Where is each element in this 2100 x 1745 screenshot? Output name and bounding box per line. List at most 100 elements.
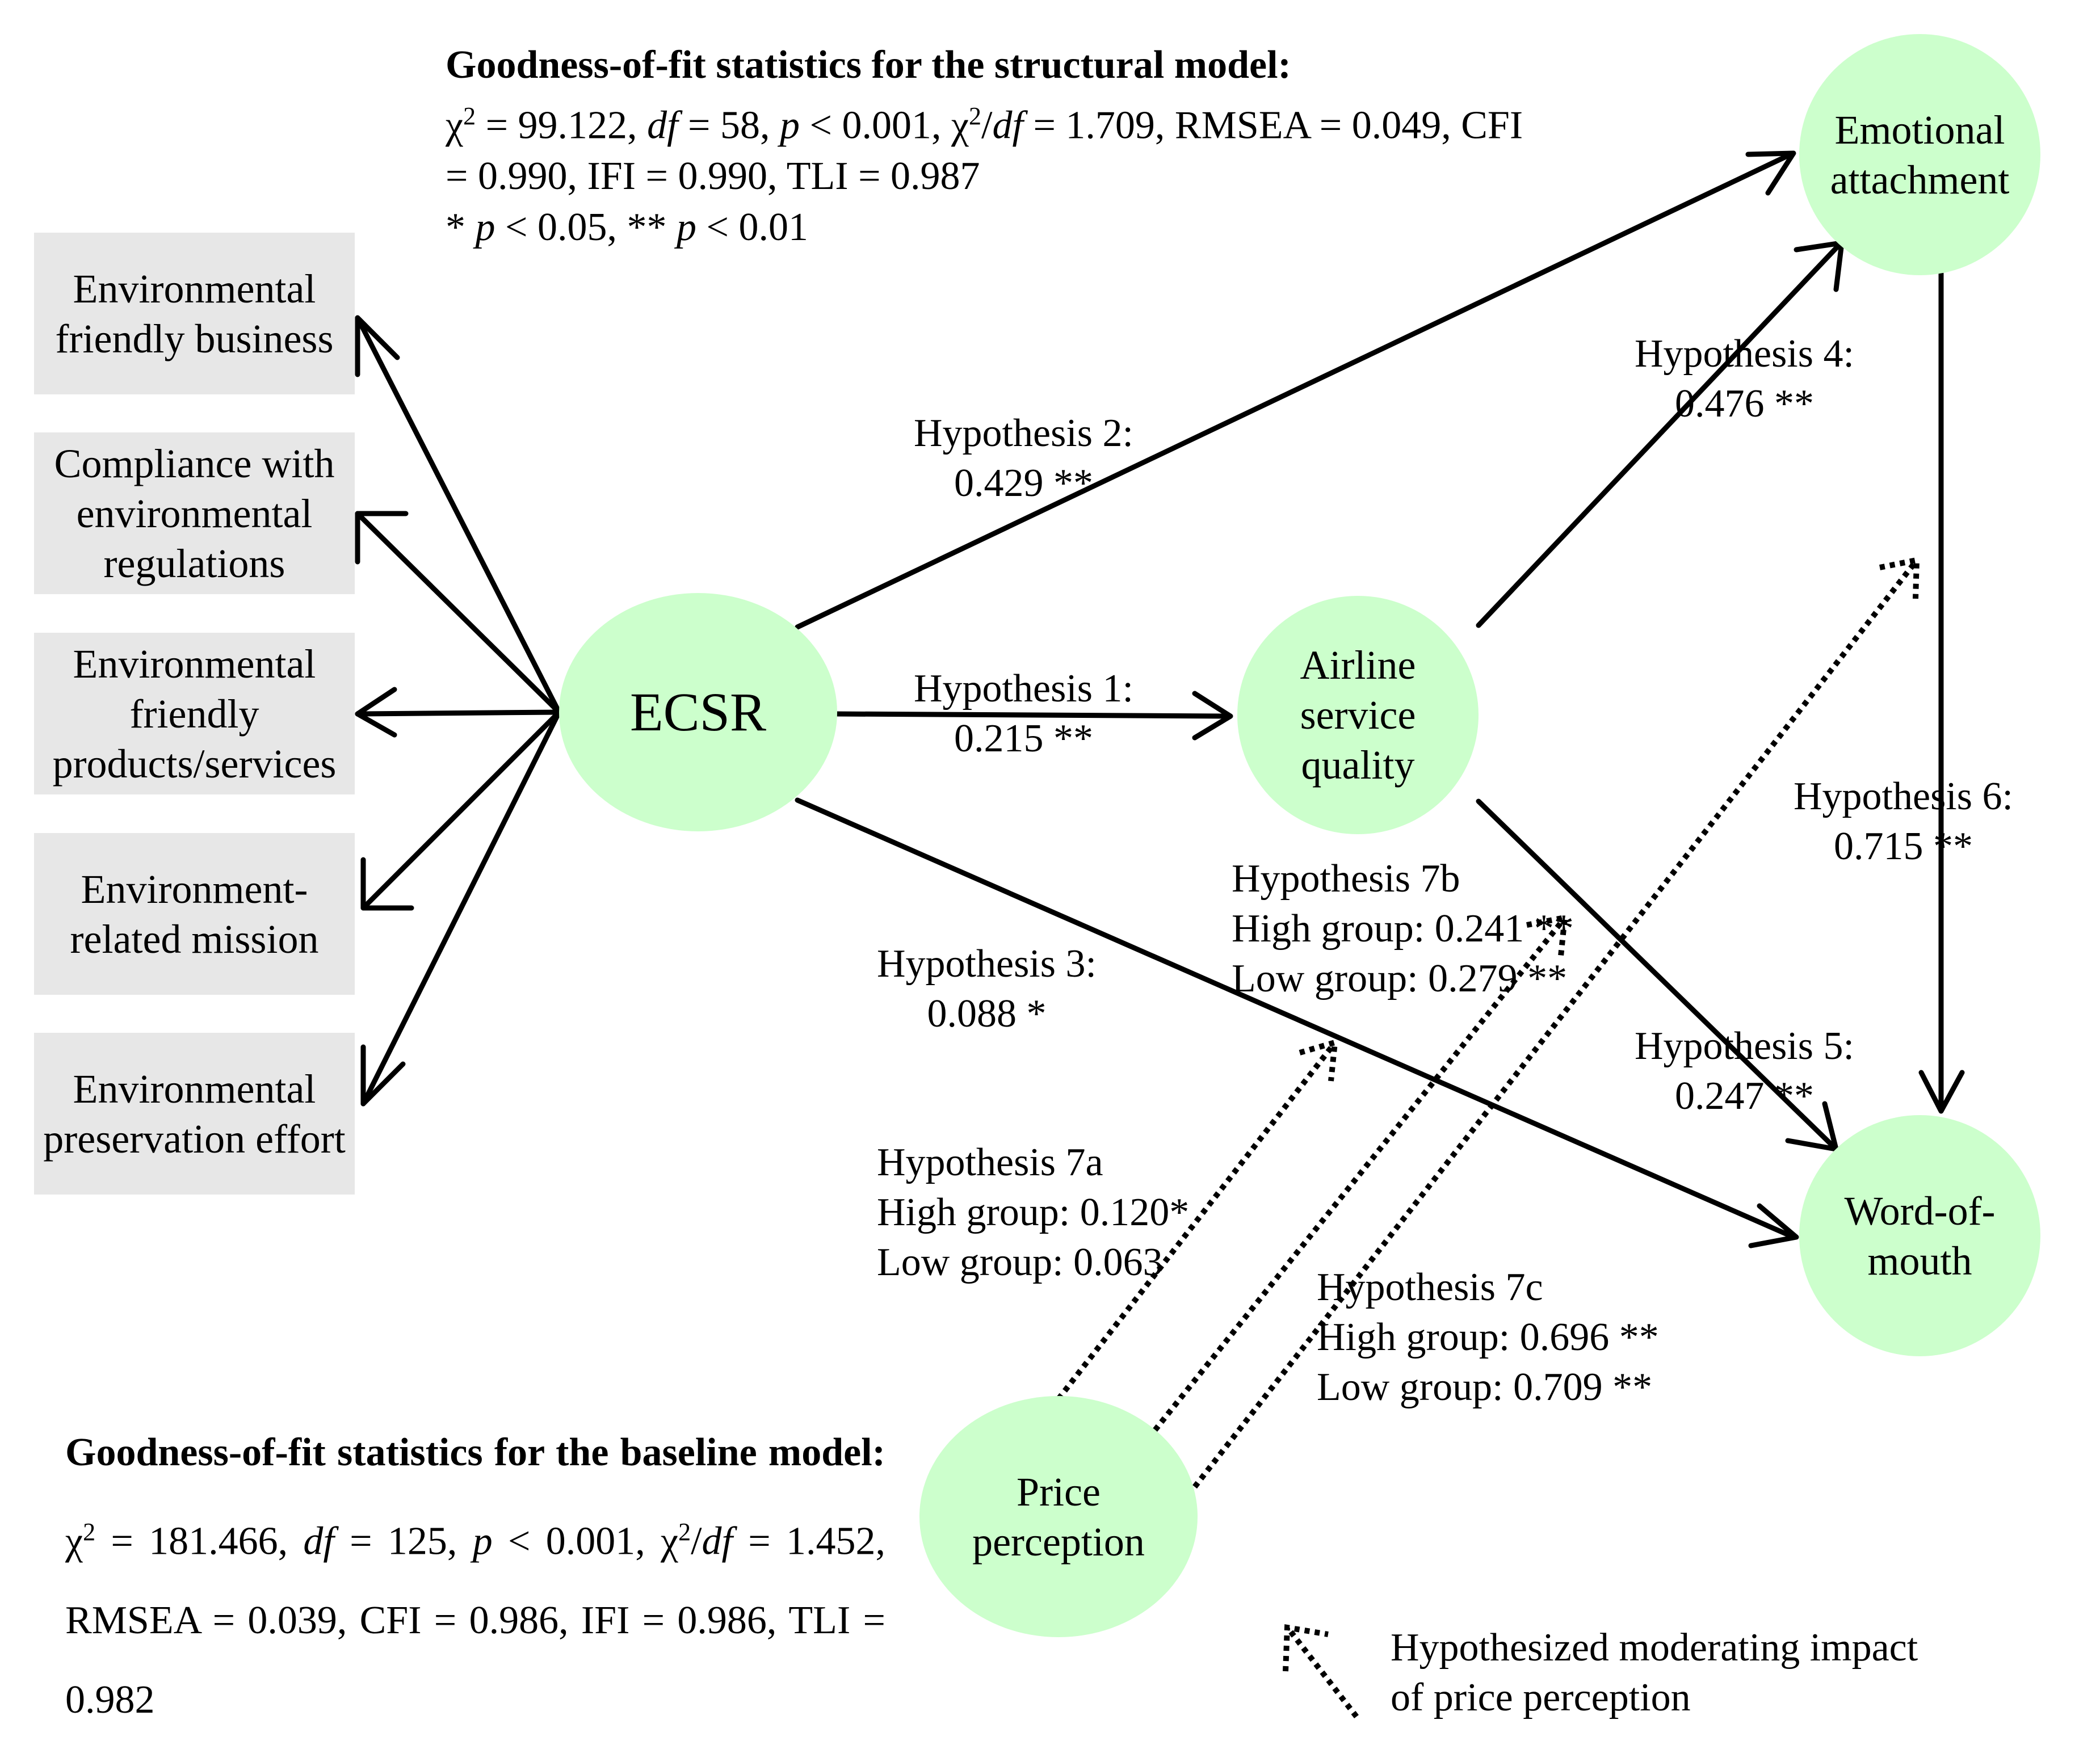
superscript: 2 [463,102,476,130]
dotted-arrow-h7b [1153,917,1566,1432]
p-italic: p [472,1519,493,1563]
hypothesis-title: Hypothesis 3: [877,942,1097,986]
p-italic: p [676,205,696,250]
indicator-label-4: Environment-related mission [70,866,319,962]
arrowhead-h1 [1192,691,1233,741]
node-price-perception: Price perception [919,1396,1198,1637]
structural-fit-line-2: = 0.990, IFI = 0.990, TLI = 0.987 [446,154,980,199]
df-italic: df [702,1519,733,1563]
hypothesis-title: Hypothesis 2: [914,411,1133,455]
hypothesis-title: Hypothesis 1: [914,667,1133,710]
legend-text-line-2: of price perception [1391,1676,1691,1719]
indicator-box-1: Environmental friendly business [34,233,355,394]
node-price-label: Price perception [972,1469,1145,1565]
node-wom-label: Word-of-mouth [1844,1188,1996,1284]
hypothesis-title: Hypothesis 7a [877,1141,1103,1184]
df-italic: df [992,103,1023,148]
arrowhead-h2 [1745,150,1796,196]
legend-arrowhead [1283,1624,1329,1672]
label-hypothesis-6: Hypothesis 6: 0.715 ** [1794,772,2013,872]
text: χ [65,1519,83,1563]
text: / [981,103,993,148]
arrow-ecsr-to-indicator-1 [355,315,562,715]
label-hypothesis-2: Hypothesis 2: 0.429 ** [914,409,1133,508]
hypothesis-value: 0.429 ** [954,461,1093,505]
arrow-h5 [1476,798,1836,1149]
df-italic: df [647,103,678,148]
superscript: 2 [83,1518,96,1546]
indicator-label-2: Compliance with environmental regulation… [54,440,335,586]
label-hypothesis-7a: Hypothesis 7a High group: 0.120* Low gro… [877,1138,1189,1288]
superscript: 2 [969,102,982,130]
text: / [691,1519,702,1563]
baseline-fit-statistics: Goodness-of-fit statistics for the basel… [65,1413,885,1740]
legend-text-line-1: Hypothesized moderating impact [1391,1626,1918,1670]
hypothesis-low-group: Low group: 0.709 ** [1317,1365,1653,1409]
indicator-label-5: Environmental preservation effort [43,1066,346,1162]
label-hypothesis-1: Hypothesis 1: 0.215 ** [914,664,1133,764]
node-airline-label: Airline service quality [1300,642,1416,788]
hypothesis-high-group: High group: 0.120* [877,1191,1190,1234]
hypothesis-low-group: Low group: 0.063 [877,1241,1163,1284]
indicator-box-5: Environmental preservation effort [34,1033,355,1195]
arrow-h2 [795,152,1794,630]
arrowhead-indicator-3 [355,687,397,738]
hypothesis-value: 0.715 ** [1833,825,1973,868]
hypothesis-value: 0.215 ** [954,717,1093,760]
arrowhead-h6 [1918,1070,1965,1114]
structural-fit-line-3: * p < 0.05, ** p < 0.01 [446,202,1523,253]
arrowhead-indicator-2 [355,511,409,565]
label-hypothesis-4: Hypothesis 4: 0.476 ** [1635,329,1854,429]
text: < 0.01 [696,205,808,250]
text: < 0.001, χ [492,1519,679,1563]
chi-symbol: χ [446,103,464,148]
node-ecsr: ECSR [559,593,837,831]
indicator-label-3: Environmental friendly products/services [52,641,337,787]
structural-fit-statistics: Goodness-of-fit statistics for the struc… [446,40,1523,253]
dotted-arrow-h7a [1056,1042,1336,1401]
arrow-ecsr-to-indicator-5 [360,709,562,1107]
p-italic: p [780,103,800,148]
hypothesis-value: 0.476 ** [1674,382,1814,426]
hypothesis-low-group: Low group: 0.279 ** [1232,957,1568,1000]
arrowhead-indicator-5 [360,1044,406,1107]
baseline-fit-title: Goodness-of-fit statistics for the basel… [65,1431,885,1474]
dotted-arrow-h7c [1192,560,1918,1489]
hypothesis-high-group: High group: 0.241 ** [1232,907,1574,951]
text: = 181.466, [95,1519,304,1563]
hypothesis-value: 0.247 ** [1674,1074,1814,1118]
indicator-label-1: Environmental friendly business [55,266,334,361]
node-emotional-label: Emotional attachment [1830,107,2010,203]
label-hypothesis-3: Hypothesis 3: 0.088 * [877,939,1097,1039]
arrowhead-h3 [1748,1203,1799,1248]
arrowhead-indicator-1 [355,315,400,377]
node-airline-service-quality: Airline service quality [1237,596,1479,834]
text: * [446,205,476,250]
hypothesis-value: 0.088 * [927,992,1047,1036]
arrow-h4 [1476,242,1842,628]
text: = 125, [334,1519,473,1563]
arrowhead-indicator-4 [360,857,414,911]
superscript: 2 [678,1518,691,1546]
hypothesis-title: Hypothesis 7b [1232,857,1460,901]
legend-moderating: Hypothesized moderating impact of price … [1391,1623,1918,1723]
hypothesis-title: Hypothesis 6: [1794,775,2013,818]
arrowhead-h7b [1526,914,1568,957]
structural-fit-title: Goodness-of-fit statistics for the struc… [446,43,1291,87]
df-italic: df [303,1519,334,1563]
indicator-box-4: Environment-related mission [34,833,355,995]
text: < 0.05, ** [495,205,677,250]
text: = 1.452, RMSEA = 0.039, CFI = 0.986, IFI… [65,1519,886,1722]
arrow-ecsr-to-indicator-2 [355,511,562,715]
hypothesis-title: Hypothesis 5: [1635,1024,1854,1068]
structural-fit-line-1: χ2 = 99.122, df = 58, p < 0.001, χ2/df =… [446,91,1523,151]
arrow-h1 [831,711,1232,719]
hypothesis-title: Hypothesis 4: [1635,332,1854,376]
arrow-ecsr-to-indicator-3 [355,709,562,717]
text: = 1.709, RMSEA = 0.049, CFI [1023,103,1523,148]
text: = 58, [678,103,780,148]
label-hypothesis-7b: Hypothesis 7b High group: 0.241 ** Low g… [1232,854,1574,1004]
arrow-ecsr-to-indicator-4 [360,709,562,911]
arrowhead-h7c [1879,556,1920,599]
